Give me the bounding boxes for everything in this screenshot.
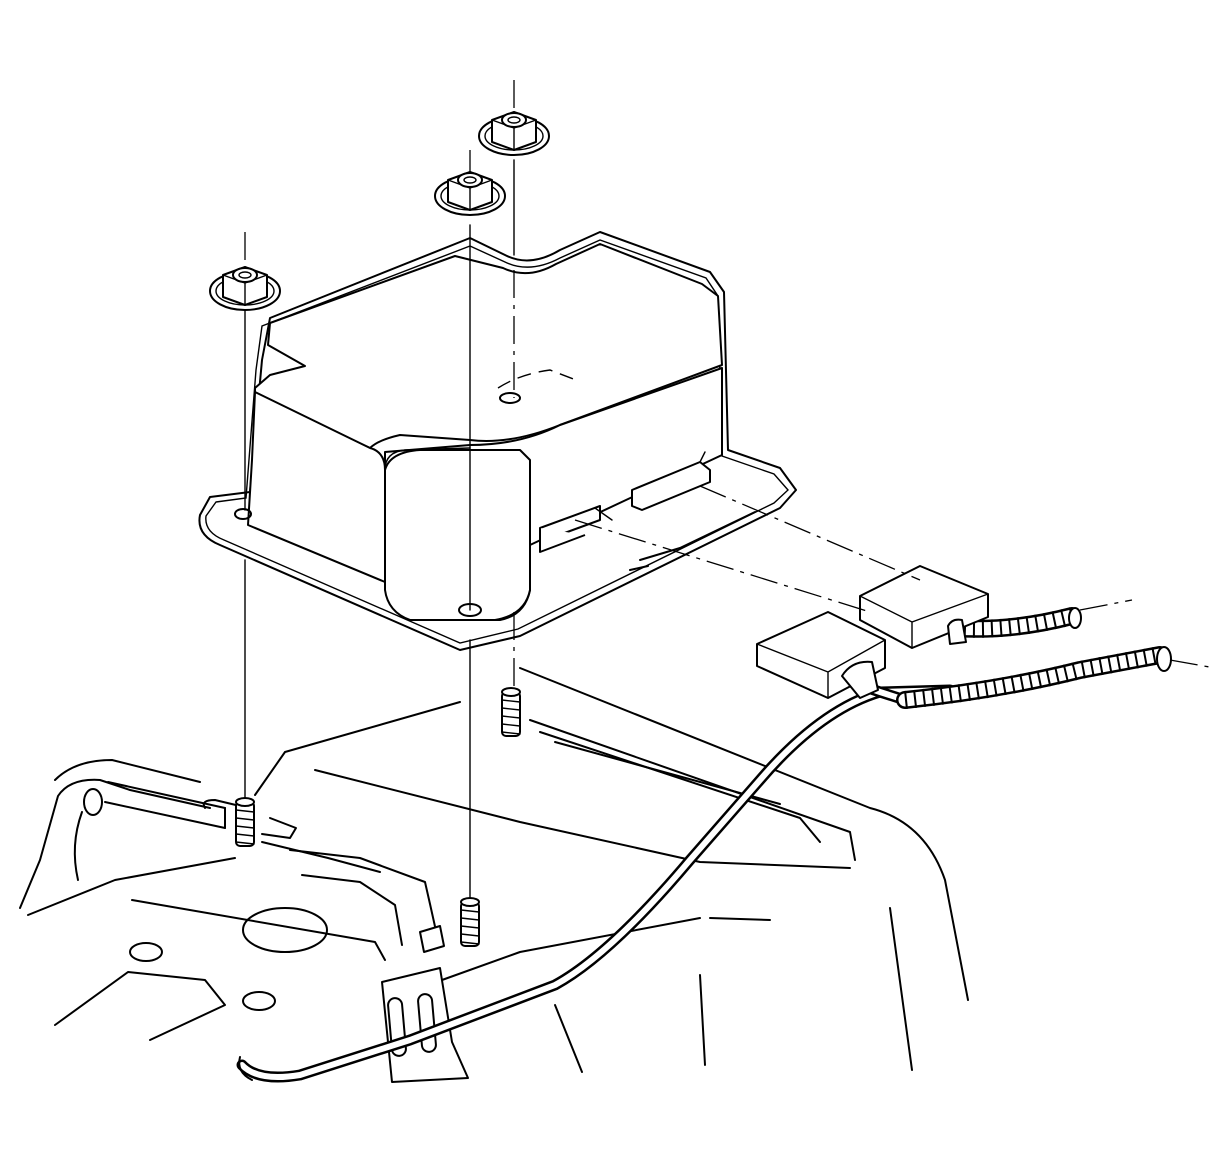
connector-2 [756,611,886,699]
bracket [381,925,469,1083]
stud-3 [501,687,521,737]
stud-2 [460,897,480,947]
nut-1 [209,266,281,311]
connector-1 [859,565,989,649]
module [198,231,797,651]
stud-1 [235,797,255,847]
floor-panel [19,667,969,1073]
nut-2 [434,171,506,216]
nut-3 [478,111,550,156]
harness [236,599,1216,1083]
